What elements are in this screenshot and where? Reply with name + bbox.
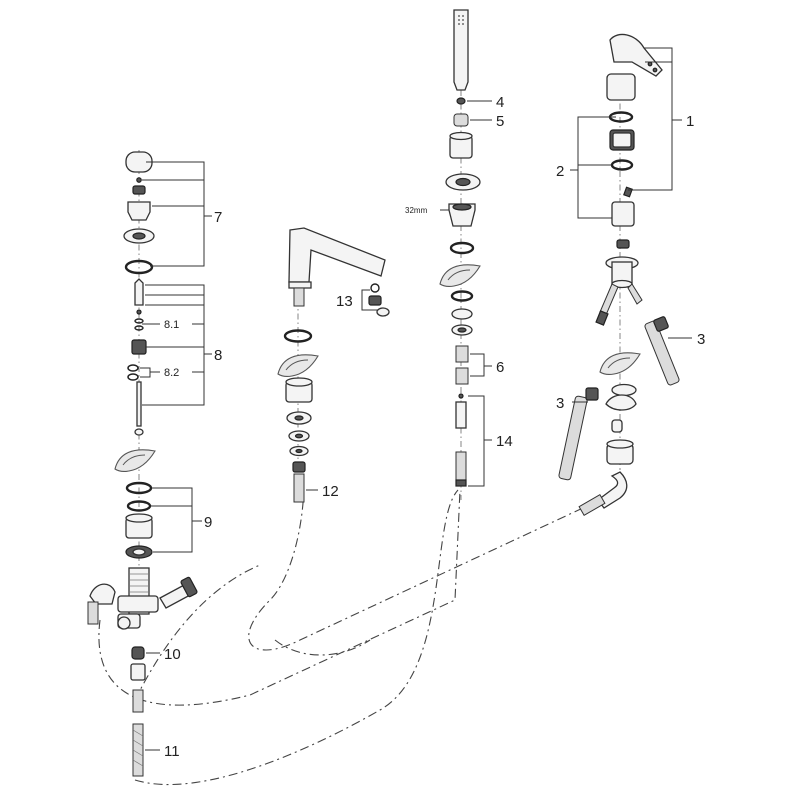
rod bbox=[136, 381, 142, 427]
callout-4: 4 bbox=[496, 94, 504, 111]
elbow-left bbox=[89, 583, 116, 605]
hose-11-b bbox=[132, 723, 144, 777]
callout-3-left: 3 bbox=[556, 395, 564, 412]
o-ring-hs bbox=[449, 241, 475, 255]
weight-6a bbox=[455, 345, 469, 363]
leaders-right bbox=[570, 47, 692, 403]
hex-nut bbox=[131, 339, 147, 355]
o-ring-9a bbox=[125, 481, 153, 495]
hose-connector-14a bbox=[455, 401, 467, 429]
handle-sleeve bbox=[606, 73, 636, 101]
callout-3-right: 3 bbox=[697, 331, 705, 348]
washer-4 bbox=[456, 97, 466, 105]
callout-1: 1 bbox=[686, 113, 694, 130]
dimension-label: 32mm bbox=[405, 206, 428, 215]
leaders-center bbox=[306, 289, 378, 491]
callout-13: 13 bbox=[336, 293, 353, 310]
supply-hose-3-left bbox=[558, 395, 588, 481]
weight-6b bbox=[455, 367, 469, 385]
callout-7: 7 bbox=[214, 209, 222, 226]
grease-icon bbox=[599, 352, 641, 375]
grease-icon bbox=[114, 449, 156, 472]
callout-2: 2 bbox=[556, 163, 564, 180]
o-ring-7 bbox=[124, 259, 154, 275]
o-ring-9b bbox=[126, 500, 152, 512]
callout-6: 6 bbox=[496, 359, 504, 376]
supply-hose-3-right bbox=[644, 320, 680, 386]
spout-thread bbox=[293, 287, 305, 307]
hose-11-a bbox=[132, 689, 144, 713]
callout-10: 10 bbox=[164, 646, 181, 663]
left-assembly bbox=[87, 150, 198, 777]
callout-8-2: 8.2 bbox=[164, 367, 179, 379]
filter-5 bbox=[453, 113, 469, 127]
callout-8-1: 8.1 bbox=[164, 319, 179, 331]
callout-14: 14 bbox=[496, 433, 513, 450]
mixer-assembly bbox=[558, 33, 680, 517]
leaders-handshower bbox=[440, 100, 492, 487]
callout-12: 12 bbox=[322, 483, 339, 500]
hose-12 bbox=[293, 473, 305, 503]
hose-nut-12 bbox=[292, 461, 306, 473]
aerator bbox=[368, 295, 382, 306]
washer-mixer bbox=[611, 383, 637, 397]
hose-routing bbox=[98, 459, 601, 786]
o-ring-spout bbox=[283, 329, 313, 343]
handshower-assembly bbox=[439, 9, 481, 500]
nipple-10 bbox=[131, 646, 145, 660]
base-nut bbox=[611, 201, 635, 227]
grease-icon bbox=[277, 354, 319, 377]
leaders-left bbox=[140, 161, 212, 751]
callout-9: 9 bbox=[204, 514, 212, 531]
hose-connector-14b bbox=[455, 451, 467, 481]
spindle bbox=[134, 278, 144, 306]
small-screw bbox=[136, 177, 142, 183]
callout-11: 11 bbox=[164, 743, 180, 760]
callout-8: 8 bbox=[214, 347, 222, 364]
clip bbox=[605, 394, 637, 411]
grease-icon bbox=[439, 264, 481, 287]
spout bbox=[288, 227, 386, 283]
nut bbox=[132, 185, 146, 195]
spout-assembly bbox=[277, 227, 390, 503]
o-ring-2b bbox=[610, 159, 634, 171]
hand-shower bbox=[453, 9, 469, 91]
callout-5: 5 bbox=[496, 113, 504, 130]
callout-labels: 1 2 3 3 4 5 6 7 8 8.1 8.2 9 10 11 12 13 … bbox=[164, 94, 705, 760]
adapter bbox=[127, 201, 151, 221]
